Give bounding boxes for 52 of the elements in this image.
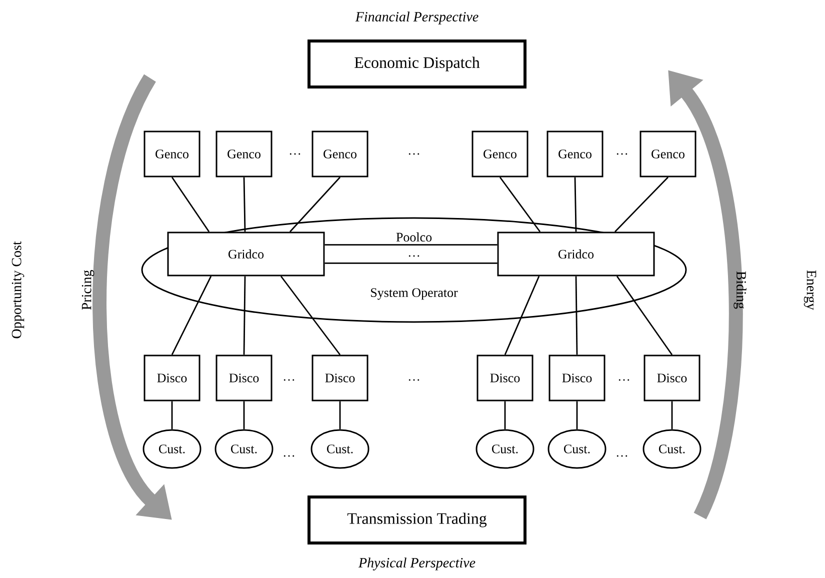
perspective-label: Physical Perspective: [358, 558, 476, 570]
ellipsis: …: [284, 455, 294, 457]
ellipsis: …: [618, 379, 630, 381]
connector-line: [339, 401, 341, 430]
arrow-label: Energy: [804, 270, 816, 310]
link-line: [324, 244, 498, 264]
ellipsis: …: [408, 379, 420, 381]
connector-line: [243, 401, 245, 430]
connector-line: [576, 401, 578, 430]
connector-line: [171, 401, 173, 430]
ellipsis: …: [408, 255, 420, 257]
ellipsis: …: [616, 455, 628, 457]
arrow-label: Pricing: [82, 270, 94, 310]
company-box: Genco: [312, 130, 368, 178]
company-box: Disco: [476, 354, 534, 402]
connector-line: [243, 276, 246, 355]
title-box: Transmission Trading: [308, 495, 526, 544]
arrow-label: Biding: [734, 271, 746, 309]
gridco-box: Gridco: [497, 232, 655, 276]
connector-line: [616, 276, 673, 356]
ellipsis: …: [290, 153, 300, 155]
company-box: Disco: [548, 354, 606, 402]
title-box: Economic Dispatch: [308, 40, 526, 88]
ellipsis: …: [284, 379, 294, 381]
company-box: Genco: [144, 130, 200, 178]
connector-line: [171, 176, 210, 232]
company-box: Genco: [216, 130, 272, 178]
perspective-label: Financial Perspective: [355, 12, 478, 24]
connector-line: [504, 276, 540, 356]
connector-line: [504, 401, 506, 430]
ellipsis: …: [616, 153, 628, 155]
ellipse-label: Poolco: [396, 232, 432, 242]
gridco-box: Gridco: [167, 232, 325, 276]
company-box: Genco: [472, 130, 528, 178]
ellipsis: …: [408, 153, 420, 155]
connector-line: [574, 177, 577, 232]
company-box: Genco: [640, 130, 696, 178]
connector-line: [280, 276, 341, 356]
connector-line: [171, 276, 212, 356]
connector-line: [671, 401, 673, 430]
company-box: Disco: [216, 354, 272, 402]
ellipse-label: System Operator: [371, 288, 458, 300]
connector-line: [614, 176, 668, 232]
connector-line: [575, 276, 578, 355]
company-box: Disco: [144, 354, 200, 402]
arrow-label: Opportunity Cost: [12, 241, 24, 338]
connector-line: [289, 176, 341, 232]
connector-line: [243, 177, 246, 232]
connector-line: [499, 176, 541, 232]
company-box: Disco: [644, 354, 700, 402]
company-box: Genco: [546, 130, 604, 178]
company-box: Disco: [312, 354, 368, 402]
